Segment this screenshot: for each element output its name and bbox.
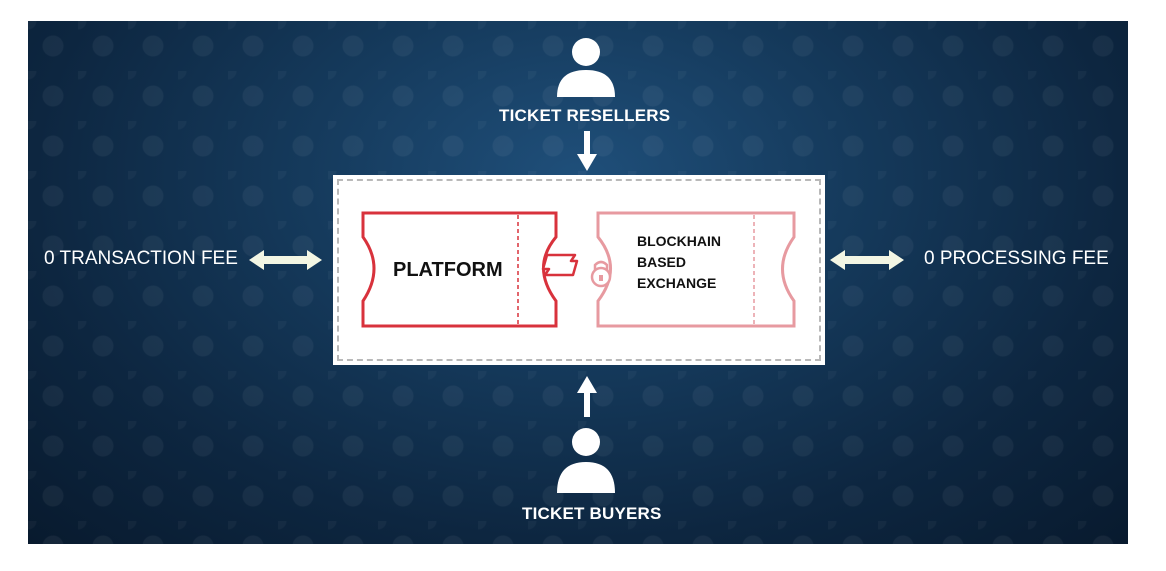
ticket-resellers-label: TICKET RESELLERS — [499, 106, 671, 125]
exchange-label-line-2: BASED — [637, 254, 687, 270]
person-icon — [557, 38, 615, 97]
platform-label: PLATFORM — [393, 259, 503, 281]
ticket-buyers-label: TICKET BUYERS — [522, 504, 662, 523]
transaction-fee-label: 0 TRANSACTION FEE — [44, 248, 238, 269]
platform-exchange-box: PLATFORM BLOCKHAIN BASED EXCHANGE — [333, 175, 825, 365]
exchange-label-line-3: EXCHANGE — [637, 275, 717, 291]
processing-fee-label: 0 PROCESSING FEE — [924, 248, 1109, 269]
exchange-label-line-1: BLOCKHAIN — [637, 233, 721, 249]
ticket-lock-icon — [541, 253, 612, 288]
platform-ticket — [361, 211, 558, 328]
double-arrow-right-icon — [830, 250, 904, 270]
arrow-down-icon — [577, 131, 597, 171]
exchange-ticket — [596, 211, 796, 328]
double-arrow-left-icon — [249, 250, 322, 270]
arrow-up-icon — [577, 376, 597, 417]
person-icon — [557, 428, 615, 493]
tickets-graphic — [361, 211, 796, 328]
